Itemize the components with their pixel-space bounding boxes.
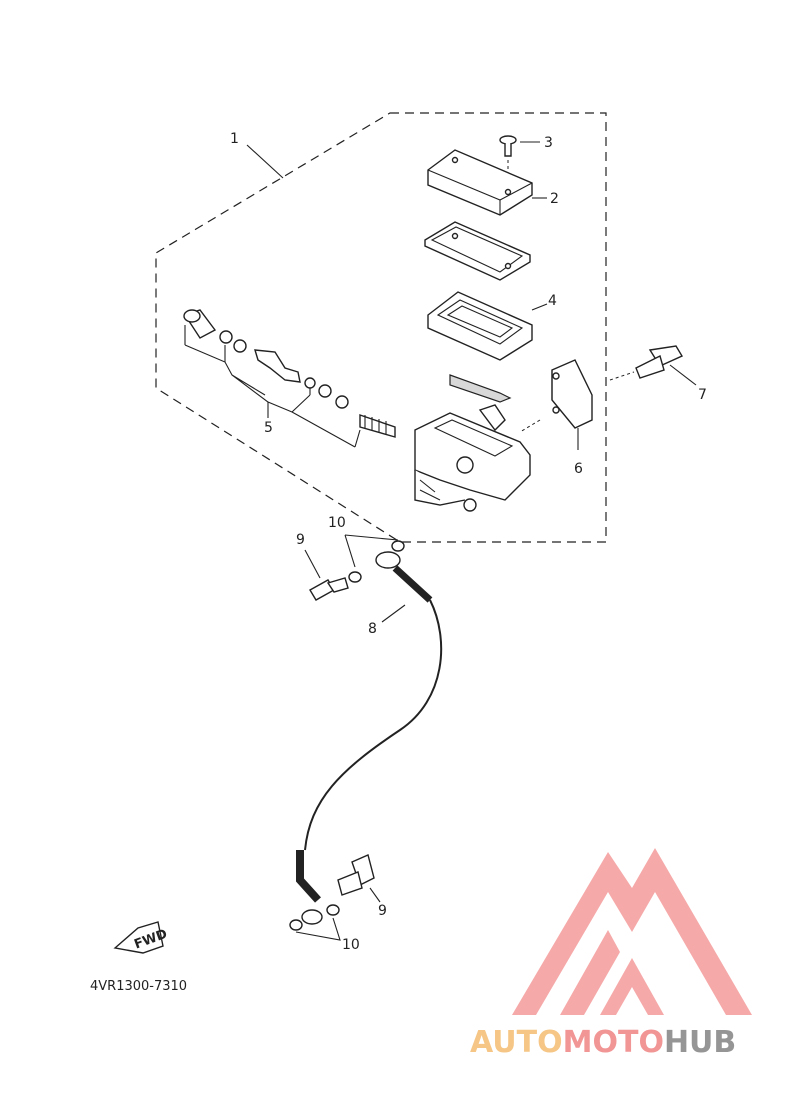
part-washers-10-upper — [344, 534, 405, 583]
part-piston-kit-5 — [183, 309, 396, 448]
callout-9-upper: 9 — [296, 532, 305, 548]
callout-5: 5 — [264, 420, 273, 436]
callout-3: 3 — [544, 135, 553, 151]
callout-7: 7 — [698, 387, 707, 403]
brand-moto-text: MOTO — [563, 1025, 664, 1060]
brand-auto-text: AUTO — [470, 1025, 563, 1060]
part-bolt-9-upper — [304, 549, 349, 601]
logo-mountain-shape — [512, 848, 752, 1015]
assembly-boundary — [155, 112, 607, 543]
callout-4: 4 — [548, 293, 557, 309]
part-bolt-7 — [609, 345, 697, 386]
leader-1 — [246, 144, 284, 179]
part-bolt-9-lower — [337, 854, 381, 903]
callout-2: 2 — [550, 191, 559, 207]
callout-1: 1 — [230, 131, 239, 147]
part-diaphragm-4 — [427, 291, 548, 361]
fwd-arrow: FWD — [113, 921, 170, 954]
callout-8: 8 — [368, 621, 377, 637]
diagram-code: 4VR1300-7310 — [90, 979, 187, 994]
part-seal-strip — [449, 374, 512, 403]
callout-9-lower: 9 — [378, 903, 387, 919]
part-holder-6 — [519, 359, 593, 450]
callout-10-lower: 10 — [342, 937, 360, 953]
watermark-logo: AUTOMOTOHUB — [470, 848, 752, 1060]
brand-auto: AUTOMOTOHUB — [470, 1025, 736, 1060]
part-diaphragm-plate — [424, 221, 531, 281]
callout-6: 6 — [574, 461, 583, 477]
part-master-cylinder-body — [414, 404, 531, 512]
part-washers-10-lower — [289, 904, 341, 941]
part-reservoir-cap-2 — [427, 149, 547, 216]
callout-10-upper: 10 — [328, 515, 346, 531]
brand-hub-text: HUB — [664, 1025, 736, 1060]
part-brake-hose-8 — [296, 551, 443, 925]
